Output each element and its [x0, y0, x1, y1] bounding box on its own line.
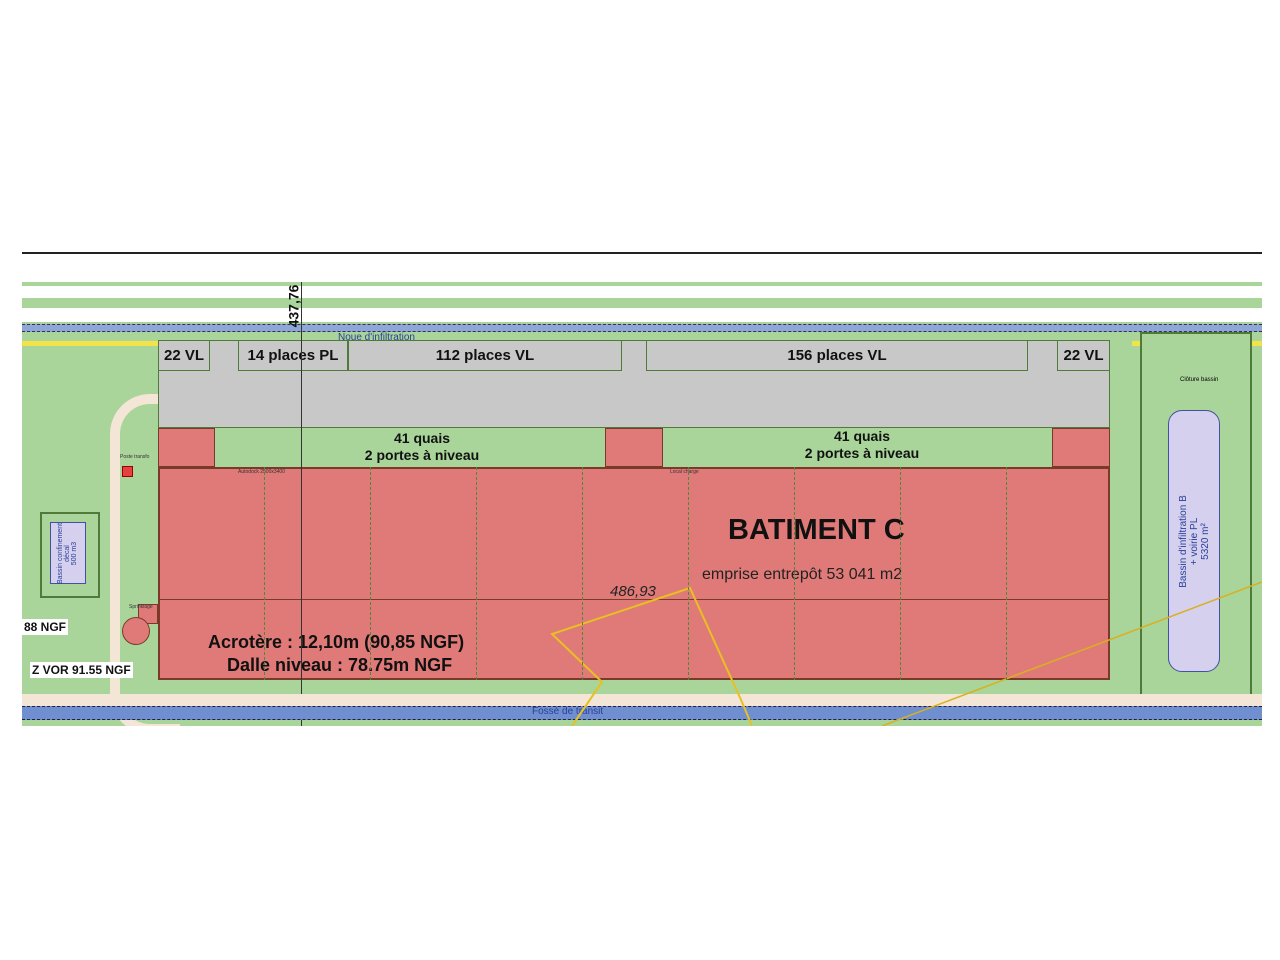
service-road	[22, 694, 1262, 706]
sprinklage-label: Sprinklage	[129, 604, 153, 610]
confinement-basin: Bassin confinement décal 500 m3	[50, 522, 86, 584]
parking-22vl-left: 22 VL	[158, 340, 210, 371]
yellow-boundary	[550, 581, 1262, 726]
parking-112-vl: 112 places VL	[348, 340, 622, 371]
infiltration-basin-b: Bassin d'infiltration B + voirie PL 5320…	[1168, 410, 1220, 672]
docks-right-doors: 2 portes à niveau	[804, 445, 920, 461]
grid-line	[1006, 467, 1007, 680]
parking-156-vl: 156 places VL	[646, 340, 1028, 371]
office-block	[158, 428, 215, 467]
office-block	[1052, 428, 1110, 467]
transformer-icon	[122, 466, 133, 477]
building-title: BATIMENT C	[728, 514, 905, 546]
road-lane	[22, 308, 1262, 322]
yellow-line	[22, 341, 158, 346]
top-divider	[22, 252, 1262, 254]
local-charge-label: Local charge	[670, 469, 699, 475]
fosse-ditch	[22, 706, 1262, 720]
building-area: emprise entrepôt 53 041 m2	[702, 566, 903, 583]
building-c	[158, 467, 1110, 680]
sprinkler-tank	[122, 617, 150, 645]
docks-left-count: 41 quais	[393, 430, 451, 446]
docks-right-count: 41 quais	[833, 428, 891, 444]
dimension-line	[301, 282, 302, 726]
grid-line	[900, 467, 901, 680]
noue-ditch	[22, 324, 1262, 332]
office-block	[605, 428, 663, 467]
grid-line	[370, 467, 371, 680]
docks-left: 41 quais 2 portes à niveau	[322, 430, 522, 464]
grid-line	[582, 467, 583, 680]
slab-level: Dalle niveau : 78.75m NGF	[227, 655, 453, 675]
building-length: 486,93	[610, 583, 656, 600]
grid-line	[794, 467, 795, 680]
footpath	[110, 394, 180, 726]
acrotere-height: Acrotère : 12,10m (90,85 NGF)	[208, 632, 465, 652]
building-divider	[158, 599, 1110, 600]
level-zvor: Z VOR 91.55 NGF	[30, 662, 133, 678]
grid-line	[688, 467, 689, 680]
parking-14-pl: 14 places PL	[238, 340, 348, 371]
grid-line	[264, 467, 265, 680]
parking-22vl-right: 22 VL	[1057, 340, 1110, 371]
road-lane	[22, 286, 1262, 298]
docks-right: 41 quais 2 portes à niveau	[762, 428, 962, 462]
fosse-label: Fossé de transit	[532, 706, 604, 717]
grid-line	[476, 467, 477, 680]
docks-left-doors: 2 portes à niveau	[364, 447, 480, 463]
site-plan: Noue d'infiltration Bassin confinement d…	[22, 282, 1262, 726]
noue-label: Noue d'infiltration	[338, 332, 415, 343]
autodock-label: Autodock 2500x3400	[238, 469, 285, 475]
cloture-label: Clôture bassin	[1180, 377, 1219, 383]
poste-label: Poste transfo	[120, 454, 150, 460]
level-88-ngf: 88 NGF	[22, 619, 69, 635]
